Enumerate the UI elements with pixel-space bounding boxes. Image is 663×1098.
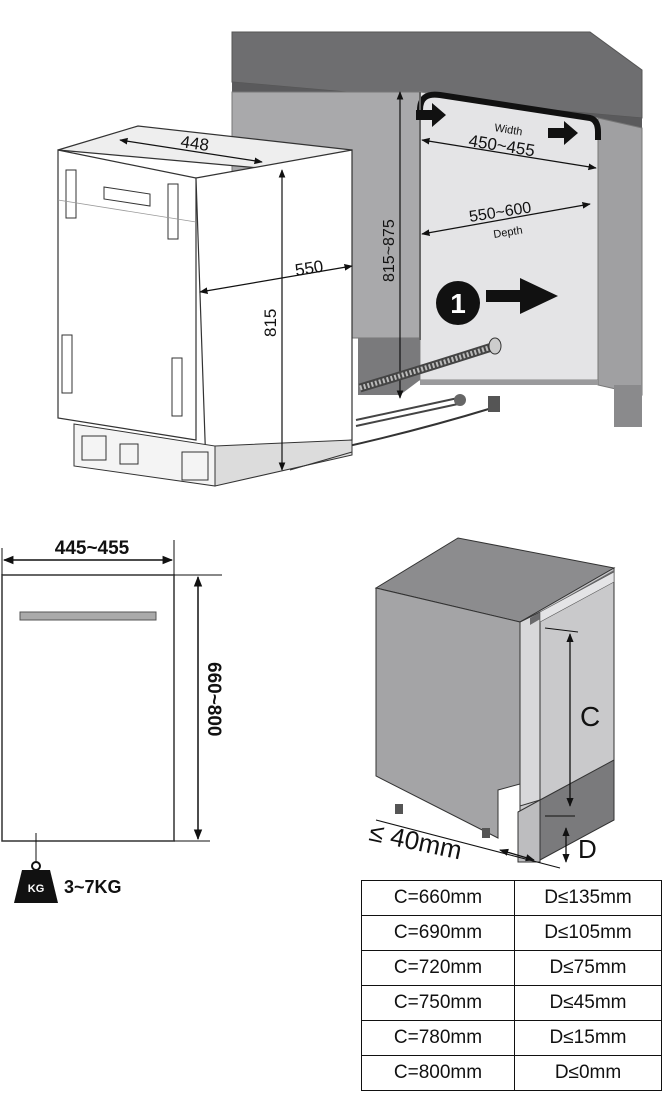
- built-in-unit-3d: [374, 537, 616, 863]
- unit-depth-label: 550: [294, 257, 325, 280]
- weight-icon-label: KG: [28, 883, 45, 895]
- table-cell-c: C=660mm: [361, 880, 515, 916]
- table-cell-c: C=720mm: [361, 950, 515, 986]
- panel-height-label: 660~800: [203, 662, 224, 737]
- insert-arrow: [486, 278, 558, 314]
- drain-hose: [358, 337, 502, 393]
- table-cell-c: C=690mm: [361, 915, 515, 951]
- decor-panel: [1, 574, 175, 842]
- kick-c-label: C: [580, 701, 600, 732]
- niche-height-label: 815~875: [381, 219, 398, 282]
- table-cell-c: C=780mm: [361, 1020, 515, 1056]
- weight-icon: [14, 861, 58, 903]
- push-arrow-left: [416, 103, 446, 127]
- niche-width-caption: Width: [494, 122, 524, 138]
- unit-height-label: 815: [261, 309, 280, 337]
- push-arrow-right: [548, 121, 578, 145]
- panel-width-label: 445~455: [55, 538, 130, 559]
- table-cell-c: C=800mm: [361, 1055, 515, 1091]
- niche-depth-caption: Depth: [493, 225, 524, 241]
- kick-d-label: D: [578, 834, 597, 864]
- table-cell-d: D≤75mm: [514, 950, 662, 986]
- table-cell-d: D≤105mm: [514, 915, 662, 951]
- step-1-badge: [436, 281, 480, 325]
- table-cell-d: D≤0mm: [514, 1055, 662, 1091]
- table-cell-d: D≤135mm: [514, 880, 662, 916]
- table-cell-c: C=750mm: [361, 985, 515, 1021]
- power-plug: [339, 396, 500, 449]
- table-cell-d: D≤15mm: [514, 1020, 662, 1056]
- panel-weight-label: 3~7KG: [64, 877, 122, 897]
- step-1-number: 1: [450, 288, 466, 319]
- table-cell-d: D≤45mm: [514, 985, 662, 1021]
- dishwasher-unit: [57, 125, 353, 487]
- unit-width-label: 448: [179, 132, 210, 155]
- water-supply-hose: [355, 394, 466, 427]
- kick-gap-label: ≤ 40mm: [367, 817, 465, 866]
